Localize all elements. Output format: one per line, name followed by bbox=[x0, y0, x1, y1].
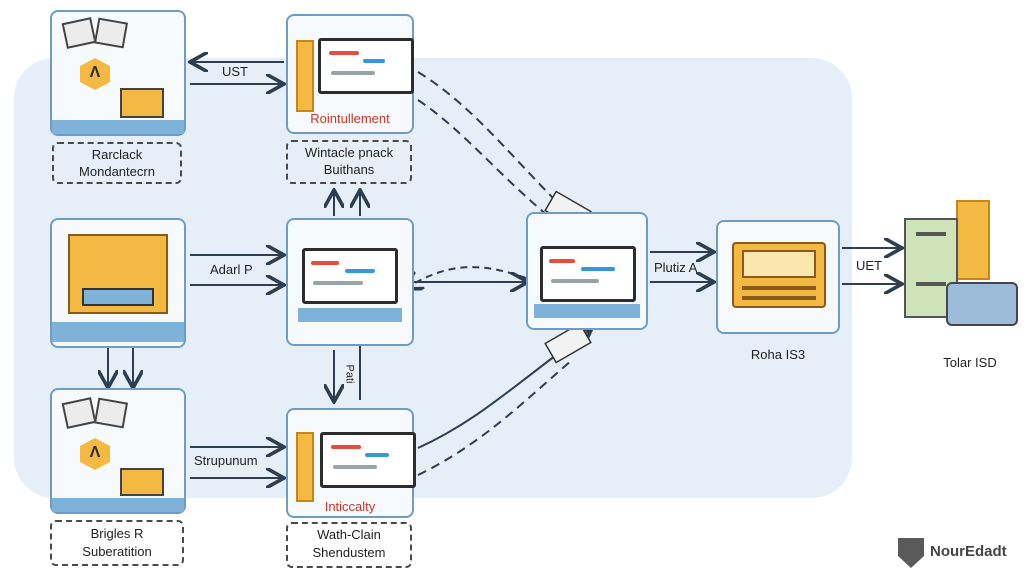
label-box-top-center: Wintacle pnack Buithans bbox=[286, 140, 412, 184]
storage-column-icon bbox=[956, 200, 990, 280]
node-label-line1: Rarclack bbox=[91, 147, 143, 162]
document-icon bbox=[93, 17, 129, 49]
node-label-line1: Brigles R bbox=[90, 526, 144, 541]
node-top-center[interactable]: Rointullement bbox=[286, 14, 414, 134]
node-label-line2: Shendustem bbox=[312, 545, 386, 560]
label-box-top-left: Rarclack Mondantecrn bbox=[52, 142, 182, 184]
arrow-hub-to-mid-dashed bbox=[406, 266, 527, 288]
water-strip bbox=[534, 304, 640, 318]
gear-pile-icon bbox=[946, 282, 1018, 326]
machine-icon bbox=[120, 468, 164, 496]
water-strip bbox=[52, 120, 184, 134]
water-strip bbox=[298, 308, 402, 322]
node-caption: Inticcalty bbox=[324, 499, 376, 514]
brand-logo-text: NourEdadt bbox=[930, 543, 1007, 560]
node-label-line2: Suberatition bbox=[82, 544, 152, 559]
monitor-icon bbox=[540, 246, 636, 302]
node-far-right[interactable] bbox=[904, 200, 1024, 340]
node-bottom-left[interactable]: Λ bbox=[50, 388, 186, 514]
edge-label-vertical: Pati bbox=[343, 364, 356, 384]
node-right-label: Roha IS3 bbox=[750, 347, 806, 362]
node-mid-left[interactable] bbox=[50, 218, 186, 348]
control-console-icon bbox=[732, 242, 826, 308]
arrow-bottom-curve-b bbox=[417, 359, 573, 476]
edge-label-right: UET bbox=[856, 258, 882, 273]
node-far-right-label: Tolar ISD bbox=[943, 355, 997, 370]
monitor-icon bbox=[318, 38, 414, 94]
water-strip bbox=[52, 322, 184, 342]
edge-label-mid: Adarl P bbox=[210, 262, 253, 277]
node-label-line1: Wintacle pnack bbox=[304, 145, 394, 160]
machine-icon bbox=[120, 88, 164, 118]
label-box-bottom-center: Wath-Clain Shendustem bbox=[286, 522, 412, 568]
document-icon bbox=[93, 397, 129, 429]
warehouse-icon bbox=[68, 234, 168, 314]
node-bottom-center[interactable]: Inticcalty bbox=[286, 408, 416, 518]
edge-label-hub: Plutiz A bbox=[654, 260, 698, 275]
arrow-dashed-top-a bbox=[417, 71, 597, 241]
label-box-bottom-left: Brigles R Suberatition bbox=[50, 520, 184, 566]
node-right[interactable] bbox=[716, 220, 840, 334]
edge-label-top: UST bbox=[222, 64, 248, 79]
water-strip bbox=[52, 498, 184, 512]
monitor-icon bbox=[302, 248, 398, 304]
document-icon bbox=[61, 397, 97, 429]
node-label-line1: Wath-Clain bbox=[317, 527, 381, 542]
node-mid-center[interactable] bbox=[286, 218, 414, 346]
caution-badge-icon: Λ bbox=[80, 438, 110, 470]
node-top-left[interactable]: Λ bbox=[50, 10, 186, 136]
document-icon bbox=[61, 17, 97, 49]
monitor-icon bbox=[320, 432, 416, 488]
node-label-line2: Buithans bbox=[323, 162, 375, 177]
node-label-line2: Mondantecrn bbox=[79, 164, 155, 179]
node-hub[interactable] bbox=[526, 212, 648, 330]
storage-column-icon bbox=[296, 432, 314, 502]
storage-column-icon bbox=[296, 40, 314, 112]
edge-label-bottom: Strupunum bbox=[194, 453, 258, 468]
node-caption: Rointullement bbox=[310, 111, 390, 126]
parcel-icon-bottom bbox=[544, 322, 592, 364]
caution-badge-icon: Λ bbox=[80, 58, 110, 90]
